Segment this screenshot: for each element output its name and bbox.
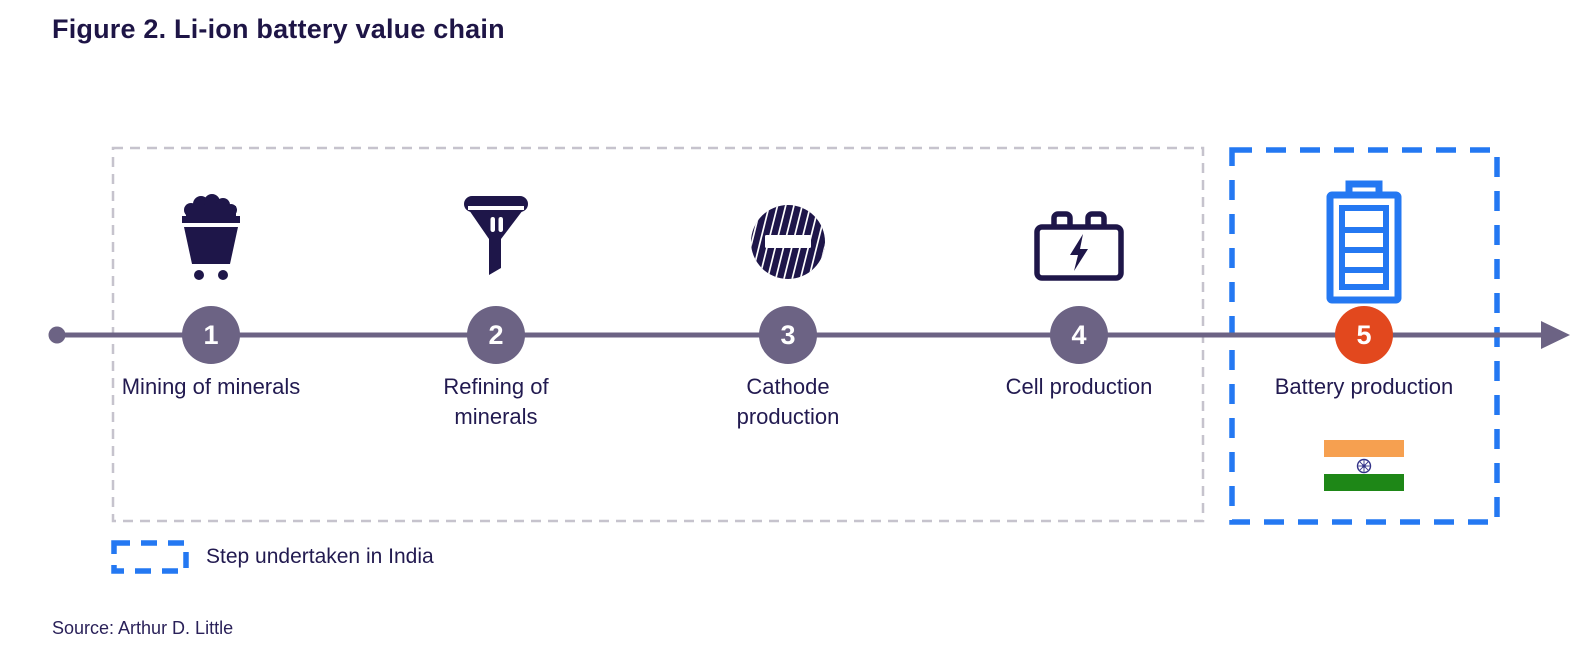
- battery-icon: [1326, 180, 1402, 304]
- cathode-disc-icon: [748, 202, 828, 282]
- step-label: Mining of minerals: [121, 374, 301, 399]
- step-label: Cell production: [1005, 374, 1153, 399]
- timeline-arrowhead-icon: [1541, 321, 1570, 349]
- india-flag-icon: [1324, 440, 1404, 491]
- ashoka-chakra-icon: [1356, 458, 1372, 473]
- step-label: Cathode production: [736, 374, 840, 429]
- step-number-badge: 1: [182, 306, 240, 364]
- step-number-badge: 4: [1050, 306, 1108, 364]
- legend-label: Step undertaken in India: [206, 545, 434, 568]
- timeline-start-dot: [48, 326, 66, 344]
- figure-title: Figure 2. Li-ion battery value chain: [52, 14, 505, 44]
- cell-battery-icon: [1034, 211, 1124, 281]
- funnel-icon: [464, 196, 528, 275]
- source-note: Source: Arthur D. Little: [52, 618, 234, 638]
- india-dashed-box-swatch-icon: [111, 540, 189, 574]
- step-label: Battery production: [1274, 374, 1454, 399]
- legend: Step undertaken in India: [110, 539, 434, 575]
- step-number-badge: 5: [1335, 306, 1393, 364]
- step-label: Refining of minerals: [443, 374, 549, 429]
- mine-cart-icon: [182, 194, 240, 280]
- step-number-badge: 2: [467, 306, 525, 364]
- step-number-badge: 3: [759, 306, 817, 364]
